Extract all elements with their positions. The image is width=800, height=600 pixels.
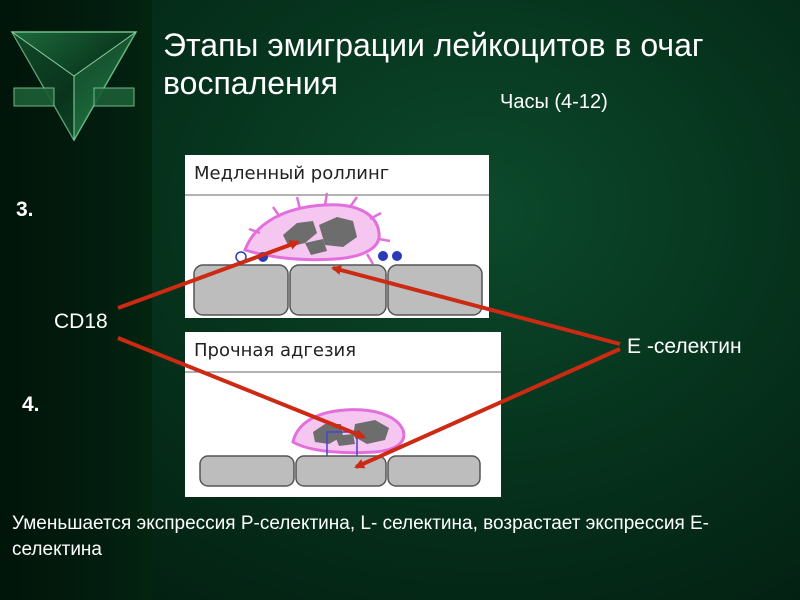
cd18-label: CD18 [54,310,108,333]
e-selectin-label: Е -селектин [627,335,742,358]
arrow-eselectin-to-adhesion [354,347,621,469]
firm-adhesion-title: Прочная адгезия [194,340,357,361]
firm-adhesion-panel: Прочная адгезия [185,332,501,497]
summary-text: Уменьшается экспрессия Р-селектина, L- с… [12,513,710,560]
slow-rolling-diagram [185,192,489,316]
slow-rolling-panel: Медленный роллинг [185,155,489,318]
slow-rolling-title: Медленный роллинг [194,163,390,184]
endothelium-cells [193,264,483,316]
slide-title: Этапы эмиграции лейкоцитов в очаг воспал… [163,27,704,101]
arrow-eselectin-to-rolling [331,265,621,346]
triangle-logo-icon [10,31,138,142]
arrow-cd18-to-rolling [117,240,300,310]
hours-label: Часы (4-12) [500,91,608,113]
arrow-cd18-to-adhesion [117,336,366,439]
step-3-label: 3. [16,198,34,221]
leukocyte-rolling [243,192,391,265]
step-4-label: 4. [22,393,40,416]
